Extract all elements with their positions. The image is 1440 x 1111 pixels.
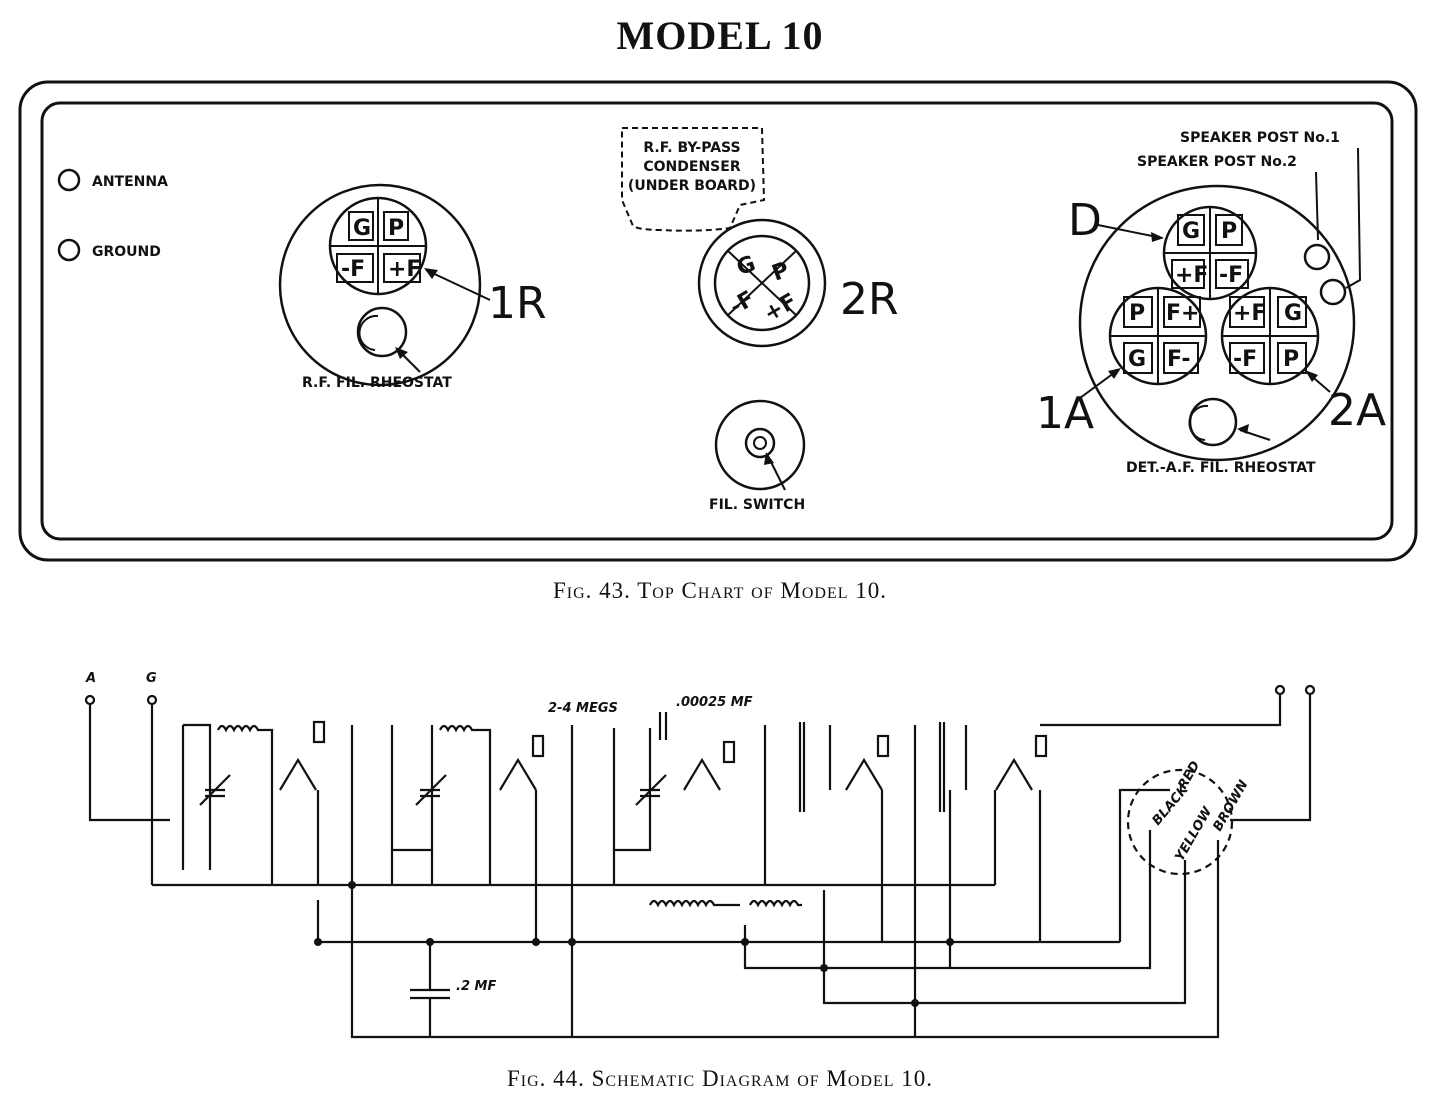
pin-plus-f-2a: +F — [1233, 301, 1266, 326]
speaker-post-1-label: SPEAKER POST No.1 — [1180, 130, 1340, 146]
speaker-cable-circle — [1126, 768, 1234, 876]
pin-p-1a: P — [1129, 301, 1145, 326]
panel-outer-border — [18, 80, 1418, 562]
arrow-1r — [425, 269, 491, 301]
tube-1 — [279, 757, 317, 791]
rf-rheostat-symbol — [649, 899, 740, 908]
socket-d-label: D — [1068, 195, 1102, 246]
terminal-g — [146, 694, 158, 706]
fig43-caption: Fig. 43. Top Chart of Model 10. — [552, 578, 887, 603]
pin-minus-f-d: -F — [1219, 263, 1243, 288]
bus-line-2 — [316, 900, 1120, 944]
terminal-g-label: G — [146, 671, 157, 686]
fil-switch-label: FIL. SWITCH — [709, 497, 805, 513]
pin-f-plus-1a: F+ — [1166, 301, 1199, 326]
det-rheostat-label: DET.-A.F. FIL. RHEOSTAT — [1126, 460, 1316, 476]
bus-line-3 — [350, 840, 1220, 1039]
rf-rheostat-label: R.F. FIL. RHEOSTAT — [302, 375, 452, 391]
bypass-line-3: (UNDER BOARD) — [628, 178, 756, 194]
condenser-2mf — [410, 942, 450, 1037]
bypass-line-1: R.F. BY-PASS — [643, 140, 740, 156]
pin-g-2a: G — [1284, 301, 1302, 326]
wire-black-label: BLACK — [1150, 782, 1193, 829]
antenna-label: ANTENNA — [92, 174, 168, 190]
leader-post-2 — [1315, 171, 1319, 241]
speaker-post-2-label: SPEAKER POST No.2 — [1137, 154, 1297, 170]
pin-p-2r: P — [769, 258, 793, 287]
pin-g-1a: G — [1128, 347, 1146, 372]
tube-2 — [499, 757, 537, 791]
pin-minus-f-2a: -F — [1233, 347, 1257, 372]
filament-switch — [714, 399, 806, 491]
ground-label: GROUND — [92, 244, 161, 260]
det-rheostat-symbol — [749, 899, 802, 908]
socket-2r-label: 2R — [840, 274, 899, 325]
mf-small-label: .00025 MF — [676, 695, 753, 710]
wire-yellow-label: YELLOW — [1172, 804, 1215, 864]
tube-3 — [683, 757, 721, 791]
bypass-line-2: CONDENSER — [643, 159, 740, 175]
tube-5 — [995, 757, 1033, 791]
pin-plus-f-d: +F — [1175, 263, 1208, 288]
pin-f-minus-1a: F- — [1167, 347, 1190, 372]
pin-p-d: P — [1221, 219, 1237, 244]
bus-line-4 — [743, 830, 1152, 970]
speaker-post-2 — [1303, 243, 1331, 271]
page-title: MODEL 10 — [616, 13, 824, 58]
pin-g-1r: G — [353, 216, 371, 241]
socket-2a-label: 2A — [1328, 385, 1386, 436]
wire-antenna — [88, 704, 170, 822]
ground-post — [57, 238, 81, 262]
pin-p-2a: P — [1283, 347, 1299, 372]
af-transformer-2 — [913, 722, 968, 812]
antenna-post — [57, 168, 81, 192]
socket-1r-label: 1R — [488, 278, 547, 329]
pin-plus-f-1r: +F — [388, 257, 421, 282]
speaker-post-1 — [1319, 278, 1347, 306]
af-transformer-1 — [763, 722, 832, 812]
terminal-a-label: A — [85, 671, 96, 686]
fig44-caption: Fig. 44. Schematic Diagram of Model 10. — [506, 1066, 934, 1091]
megs-label: 2-4 MEGS — [548, 701, 618, 716]
tube-4 — [845, 757, 883, 791]
pin-minus-f-1r: -F — [341, 257, 365, 282]
mf-large-label: .2 MF — [456, 979, 496, 994]
bypass-condenser-callout: R.F. BY-PASS CONDENSER (UNDER BOARD) — [621, 127, 766, 232]
terminal-a — [84, 694, 96, 706]
socket-1r: G P -F +F — [278, 183, 482, 387]
socket-1a-label: 1A — [1036, 388, 1094, 439]
leader-post-1 — [1345, 147, 1362, 289]
bus-line-5 — [822, 860, 1187, 1005]
pin-p-1r: P — [388, 216, 404, 241]
panel-inner-border — [40, 101, 1394, 541]
pin-g-d: G — [1182, 219, 1200, 244]
socket-group-right: G P +F -F P F+ G F- +F G -F P — [1078, 184, 1356, 462]
